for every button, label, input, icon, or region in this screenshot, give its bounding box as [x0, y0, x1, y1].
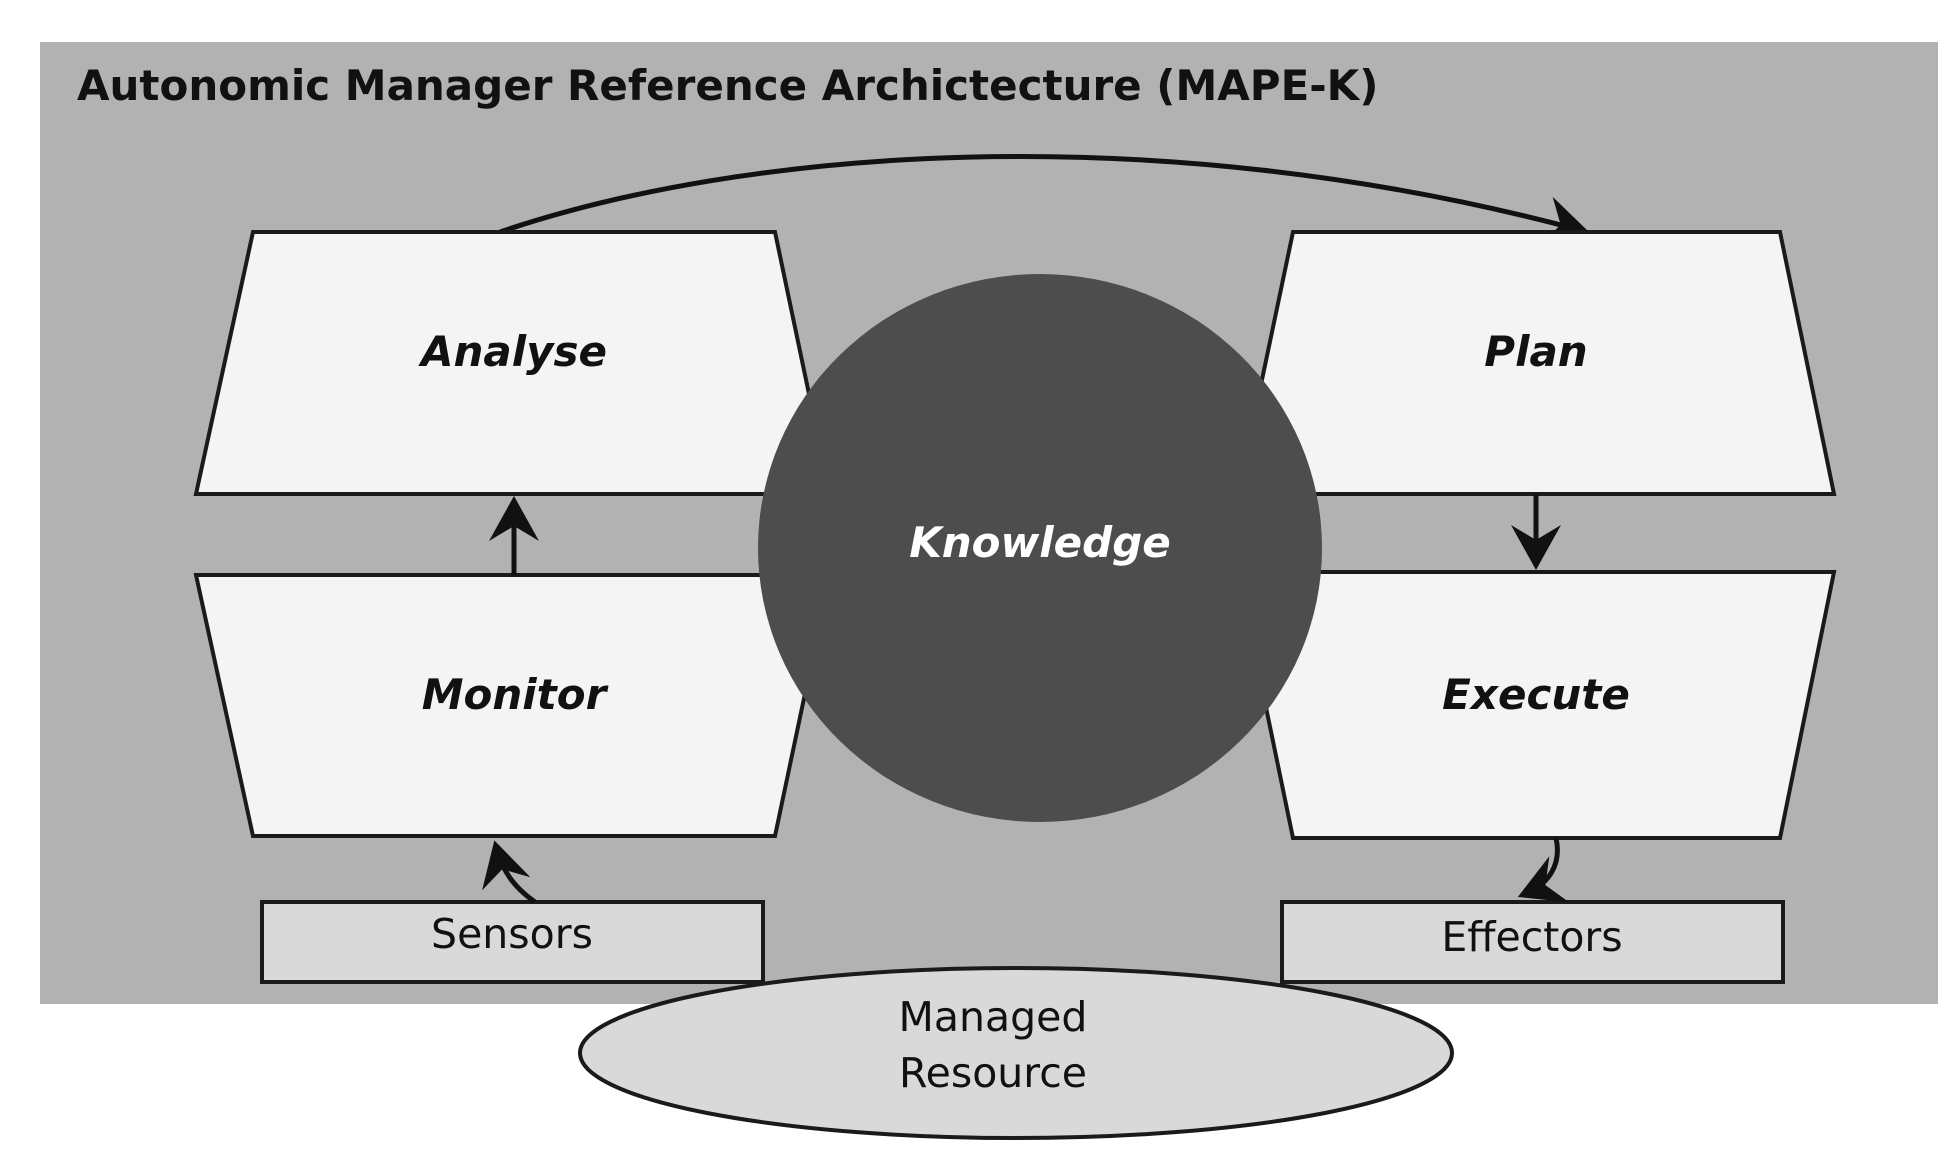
execute-box	[1235, 570, 1837, 840]
plan-label: Plan	[1484, 327, 1587, 376]
effectors-box	[1280, 900, 1785, 984]
diagram-title: Autonomic Manager Reference Archictectur…	[77, 61, 1378, 110]
analyse-label: Analyse	[418, 327, 607, 376]
execute-label: Execute	[1442, 670, 1630, 719]
knowledge-circle	[758, 274, 1322, 822]
monitor-label: Monitor	[422, 670, 609, 719]
managed-resource-label-line1: Managed	[899, 993, 1088, 1041]
managed-resource-ellipse	[578, 966, 1454, 1140]
sensors-box	[260, 900, 765, 984]
effectors-label: Effectors	[1441, 913, 1622, 961]
execute-to-effectors-arrow	[1517, 837, 1570, 903]
monitor-box	[193, 573, 833, 838]
sensors-to-monitor-arrow	[482, 840, 537, 905]
knowledge-label: Knowledge	[909, 518, 1171, 567]
sensors-label: Sensors	[431, 910, 593, 958]
managed-resource-label-line2: Resource	[899, 1049, 1087, 1097]
analyse-to-plan-arrow	[499, 154, 1590, 246]
